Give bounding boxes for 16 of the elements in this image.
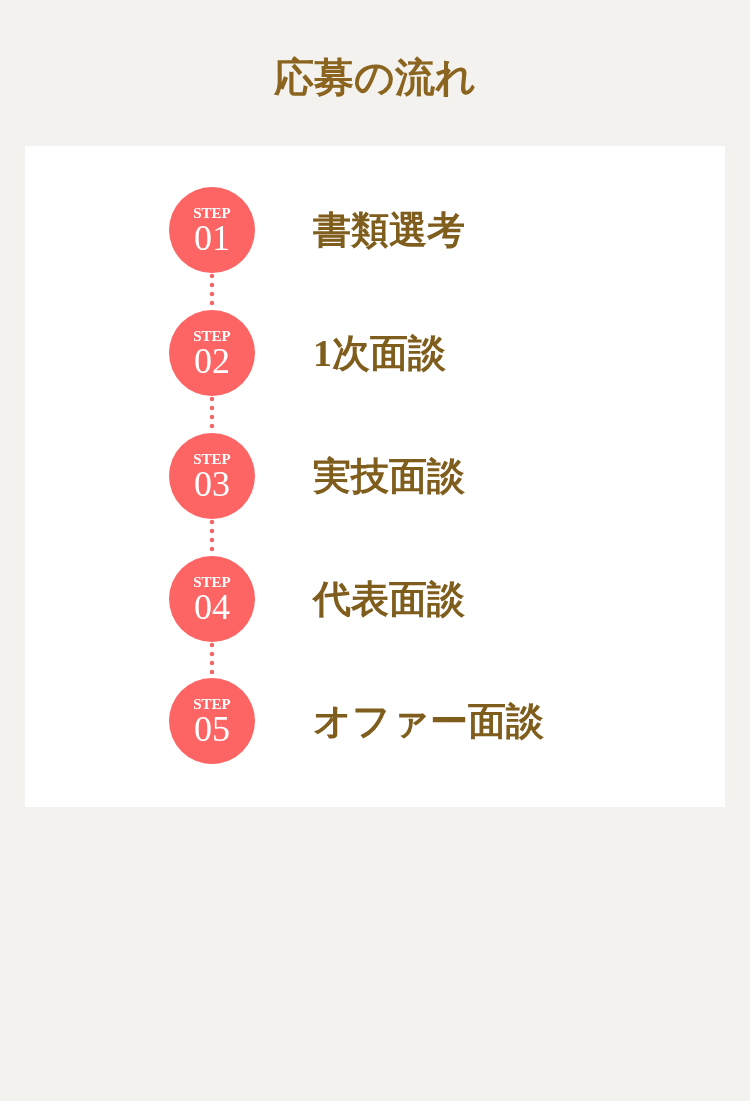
step-number: 01 bbox=[194, 220, 230, 255]
step-number: 04 bbox=[194, 589, 230, 624]
step-label: STEP bbox=[193, 205, 231, 221]
step-label: STEP bbox=[193, 696, 231, 712]
step-title: オファー面談 bbox=[313, 699, 544, 744]
step-number: 03 bbox=[194, 466, 230, 501]
step-title: 代表面談 bbox=[313, 577, 465, 622]
step-label: STEP bbox=[193, 451, 231, 467]
step-title: 実技面談 bbox=[313, 454, 465, 499]
step-number: 05 bbox=[194, 711, 230, 746]
page-title: 応募の流れ bbox=[273, 54, 477, 102]
step-title: 書類選考 bbox=[313, 208, 465, 253]
step-title: 1次面談 bbox=[313, 331, 446, 376]
step-label: STEP bbox=[193, 574, 231, 590]
step-number: 02 bbox=[194, 343, 230, 378]
step-label: STEP bbox=[193, 328, 231, 344]
